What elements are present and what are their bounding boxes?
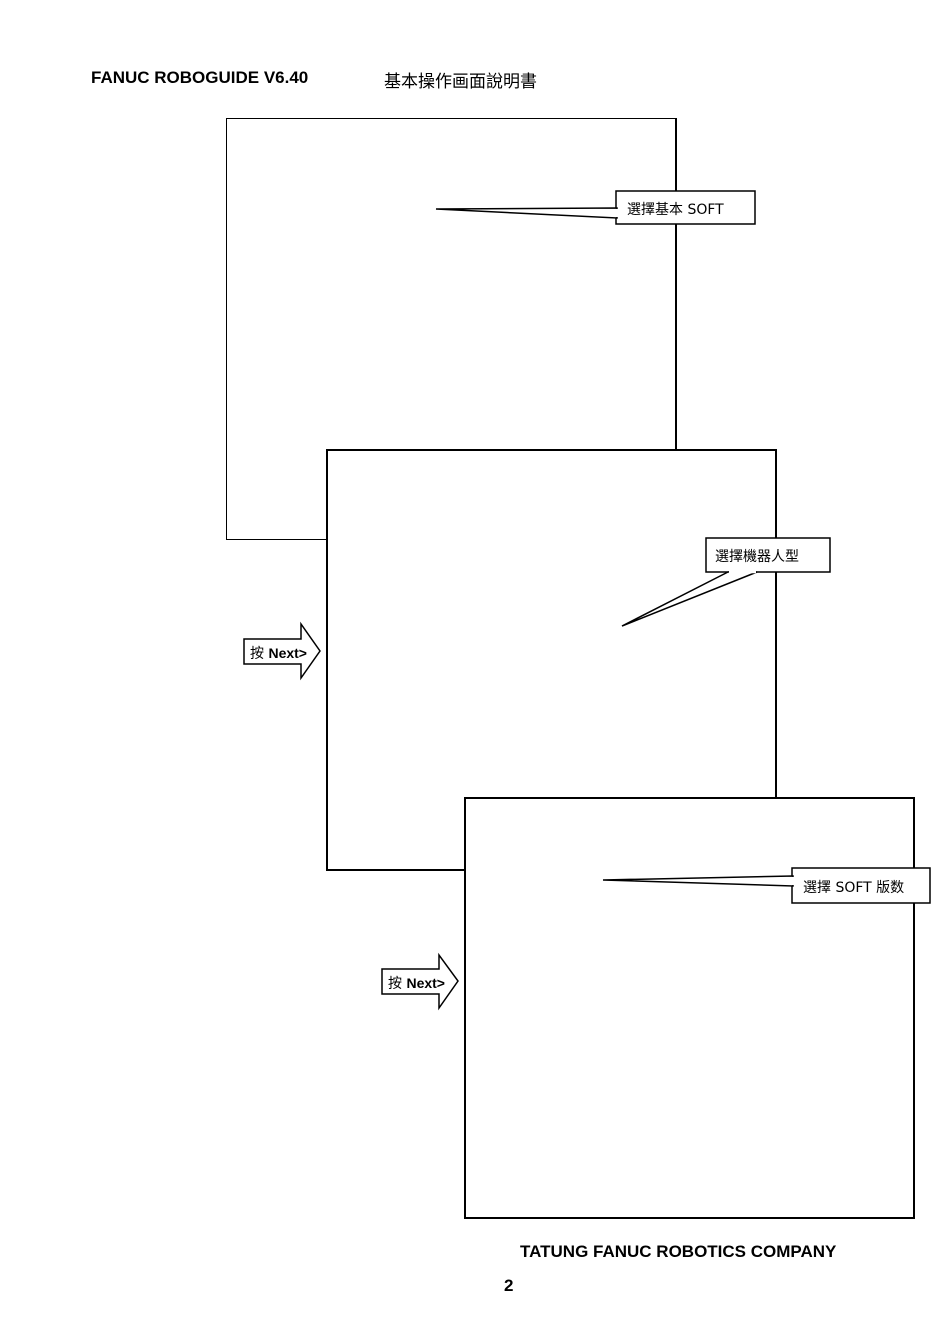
next-button-label-2: Next> (406, 975, 445, 991)
callout-2 (621, 537, 831, 627)
next-arrow-1 (243, 621, 321, 681)
next-instruction-2: 按 Next> (388, 973, 445, 993)
callout-label-3: 選擇 SOFT 版数 (803, 880, 905, 896)
callout-pointer-1 (435, 207, 618, 219)
callout-label-2: 選擇機器人型 (715, 549, 799, 565)
callout-label-1: 選擇基本 SOFT (627, 202, 724, 218)
callout-pointer-3 (602, 875, 794, 887)
next-button-label-1: Next> (268, 645, 307, 661)
callout-box-3 (791, 867, 931, 904)
callout-pointer-2 (621, 571, 758, 627)
page-number: 2 (504, 1276, 514, 1295)
callout-box-2 (705, 537, 831, 573)
callout-1 (435, 190, 756, 225)
callout-box-1 (615, 190, 756, 225)
document-subtitle: 基本操作画面說明書 (384, 72, 537, 92)
footer-company: TATUNG FANUC ROBOTICS COMPANY (520, 1242, 837, 1261)
next-prefix-2: 按 (388, 976, 402, 992)
next-arrow-2 (381, 952, 459, 1011)
callout-3 (602, 867, 931, 904)
next-instruction-1: 按 Next> (250, 643, 307, 663)
next-prefix-1: 按 (250, 646, 264, 662)
document-title: FANUC ROBOGUIDE V6.40 (91, 68, 309, 87)
